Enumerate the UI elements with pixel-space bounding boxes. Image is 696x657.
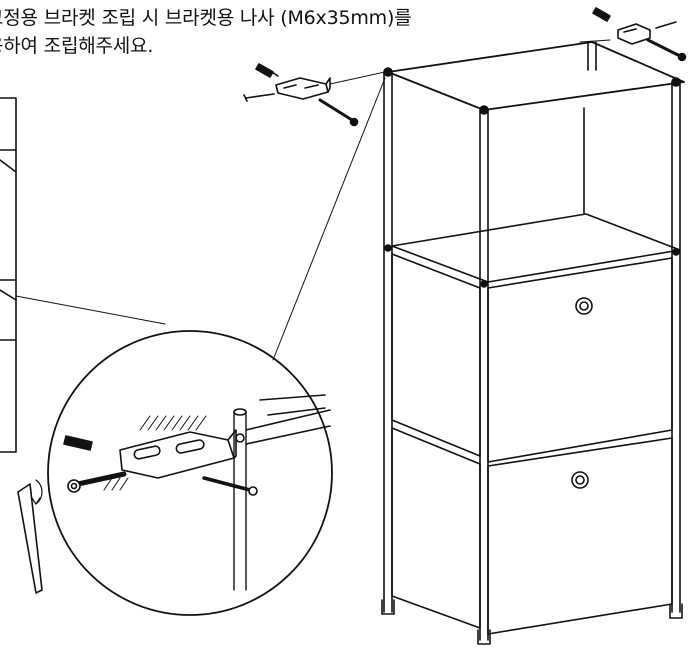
instruction-line-2: 용하여 조립해주세요. (0, 35, 154, 57)
drawer-lower (391, 427, 673, 635)
drawer-knob-icon (571, 471, 589, 489)
magnifier-callout-icon (47, 330, 333, 616)
screw-icon (243, 93, 275, 102)
screw-icon (646, 38, 687, 62)
cabinet-icon (381, 41, 685, 645)
bracket-icon (275, 77, 331, 100)
screw-icon (655, 21, 677, 29)
previous-step-panel (0, 97, 17, 453)
callout-leader-lines (15, 39, 611, 361)
wall-anchor-icon (255, 63, 279, 78)
screw-icon (318, 98, 359, 127)
drawer-knob-icon (575, 297, 593, 315)
screw-icon (202, 476, 258, 496)
drawer-upper (391, 253, 673, 463)
wall-anchor-icon (592, 7, 611, 22)
bracket-set-small-left (243, 63, 359, 127)
bracket-icon (617, 23, 651, 45)
hex-key-icon (17, 479, 43, 594)
wall-hatching (103, 415, 207, 491)
instruction-line-1: 고정용 브라켓 조립 시 브라켓용 나사 (M6x35mm)를 (0, 7, 412, 29)
bracket-set-small-right (592, 7, 687, 62)
bracket-icon (119, 429, 237, 479)
screw-icon (67, 471, 127, 493)
wall-anchor-icon (63, 435, 93, 451)
instruction-text: 고정용 브라켓 조립 시 브라켓용 나사 (M6x35mm)를 용하여 조립해주… (0, 4, 412, 60)
